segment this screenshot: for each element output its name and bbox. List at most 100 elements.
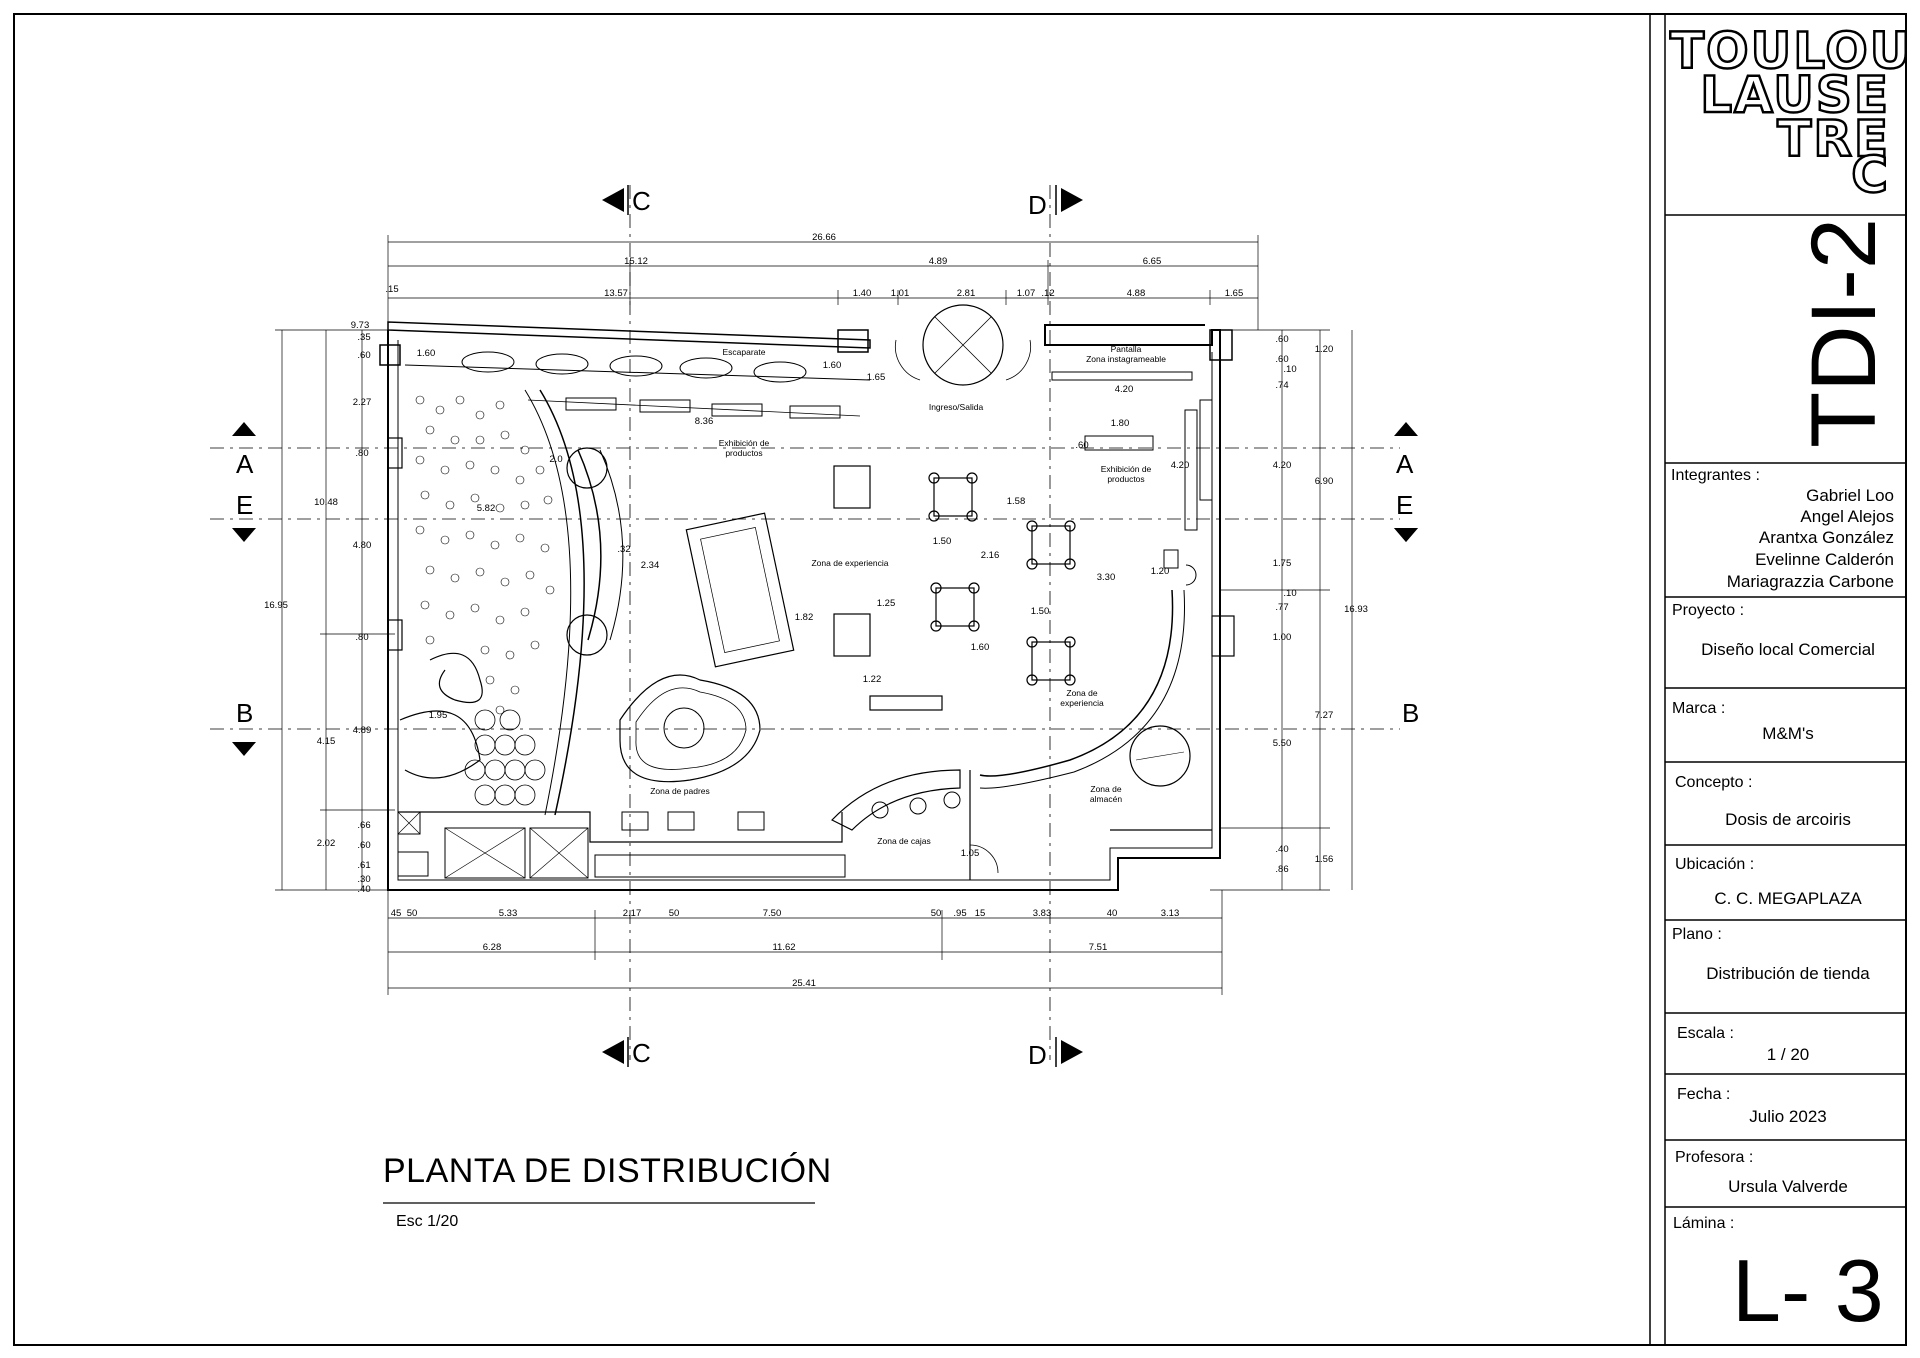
svg-text:.35: .35	[357, 332, 370, 343]
svg-text:6.28: 6.28	[483, 942, 502, 953]
section-c-top: C	[632, 186, 651, 216]
svg-text:.40: .40	[1275, 844, 1288, 855]
section-d-bottom: D	[1028, 1040, 1047, 1070]
logo-line-2: LAUSE	[1699, 66, 1890, 124]
svg-text:.74: .74	[1275, 380, 1288, 391]
showcase-furniture	[461, 351, 807, 383]
dimension-lines	[275, 235, 1353, 995]
plano-label: Plano :	[1672, 926, 1722, 943]
svg-text:4.89: 4.89	[929, 256, 948, 267]
section-a-left: A	[236, 449, 254, 479]
marca-value: M&M's	[1762, 724, 1814, 743]
storage-drum	[1129, 725, 1191, 787]
svg-text:2.02: 2.02	[317, 838, 336, 849]
svg-text:1.01: 1.01	[891, 288, 910, 299]
island-center	[663, 707, 705, 749]
svg-text:50: 50	[931, 908, 942, 919]
round-table-top	[566, 447, 608, 489]
svg-text:.80: .80	[355, 632, 368, 643]
profesora-label: Profesora :	[1675, 1149, 1754, 1166]
entrance-post-left	[837, 329, 869, 353]
svg-text:1.60: 1.60	[417, 348, 436, 359]
exterior-wall-inner	[397, 340, 1213, 881]
zone-instagram: Zona instagrameable	[1086, 354, 1166, 364]
storage-box-2	[444, 827, 526, 879]
svg-text:45: 45	[391, 908, 402, 919]
escala-label: Escala :	[1677, 1025, 1734, 1042]
svg-text:1.60: 1.60	[971, 642, 990, 653]
svg-text:2.27: 2.27	[353, 397, 372, 408]
svg-text:3.30: 3.30	[1097, 572, 1116, 583]
square-stands	[928, 472, 1076, 686]
svg-text:.10: .10	[1283, 364, 1296, 375]
swirl-slide	[429, 652, 483, 704]
cash-stool-1	[871, 801, 889, 819]
svg-text:1.65: 1.65	[1225, 288, 1244, 299]
right-panel-2	[1184, 409, 1198, 531]
logo-line-1: TOULOU	[1669, 22, 1913, 80]
fecha-label: Fecha :	[1677, 1086, 1731, 1103]
svg-text:.60: .60	[1275, 334, 1288, 345]
svg-text:25.41: 25.41	[792, 978, 816, 989]
svg-text:1.65: 1.65	[867, 372, 886, 383]
marca-label: Marca :	[1672, 700, 1726, 717]
proyecto-label: Proyecto :	[1672, 602, 1745, 619]
svg-text:1.50: 1.50	[1031, 606, 1050, 617]
svg-text:7.50: 7.50	[763, 908, 782, 919]
drawing-scale: Esc 1/20	[396, 1213, 459, 1230]
svg-text:.60: .60	[357, 840, 370, 851]
right-panel-1	[1199, 399, 1213, 501]
svg-text:2.16: 2.16	[981, 550, 1000, 561]
svg-text:1.60: 1.60	[823, 360, 842, 371]
cash-stool-3	[943, 791, 961, 809]
dimension-labels: 26.66 15.12 4.89 6.65 .15 13.57 1.40 1.0…	[264, 232, 1368, 989]
display-shelf-1	[833, 465, 871, 509]
svg-text:.61: .61	[357, 860, 370, 871]
svg-text:.66: .66	[357, 820, 370, 831]
game-table	[685, 512, 795, 668]
member-1: Gabriel Loo	[1806, 486, 1894, 505]
zone-exhibicion-2b: productos	[1107, 474, 1144, 484]
curved-partition-inner	[524, 389, 572, 816]
logo-line-4: C	[1850, 146, 1890, 204]
section-e-right-arrow	[1394, 528, 1418, 542]
svg-text:6.65: 6.65	[1143, 256, 1162, 267]
zone-labels: Escaparate Ingreso/Salida Pantalla Zona …	[650, 344, 1166, 846]
svg-text:.30: .30	[357, 874, 370, 885]
svg-text:7.51: 7.51	[1089, 942, 1108, 953]
svg-text:1.95: 1.95	[429, 710, 448, 721]
svg-text:4.80: 4.80	[353, 540, 372, 551]
svg-text:.77: .77	[1275, 602, 1288, 613]
ball-pit-balls	[464, 709, 546, 806]
left-column	[379, 344, 401, 366]
svg-text:8.36: 8.36	[695, 416, 714, 427]
svg-text:15.12: 15.12	[624, 256, 648, 267]
member-2: Angel Alejos	[1800, 507, 1894, 526]
proyecto-value: Diseño local Comercial	[1701, 640, 1875, 659]
zone-padres: Zona de padres	[650, 786, 710, 796]
svg-text:11.62: 11.62	[772, 942, 795, 953]
round-table-bottom	[566, 614, 608, 656]
storage-box-3	[529, 827, 589, 879]
svg-text:1.25: 1.25	[877, 598, 896, 609]
zone-experiencia-2b: experiencia	[1060, 698, 1104, 708]
svg-text:4.20: 4.20	[1115, 384, 1134, 395]
right-exhibit-shelf	[1084, 435, 1154, 451]
svg-text:.12: .12	[1041, 288, 1054, 299]
member-4: Evelinne Calderón	[1755, 550, 1894, 569]
dot-pattern	[415, 395, 555, 715]
svg-text:.15: .15	[385, 284, 398, 295]
svg-text:1.20: 1.20	[1151, 566, 1170, 577]
ubicacion-label: Ubicación :	[1675, 856, 1755, 873]
svg-text:5.82: 5.82	[477, 503, 496, 514]
svg-text:9.73: 9.73	[351, 320, 370, 331]
svg-text:1.82: 1.82	[795, 612, 814, 623]
svg-text:1.58: 1.58	[1007, 496, 1026, 507]
instagram-screen	[1051, 371, 1193, 381]
section-d-top: D	[1028, 190, 1047, 220]
course-code-box: TDI-2	[1670, 218, 1902, 460]
sheet-number: L- 3	[1732, 1241, 1884, 1340]
zone-cajas: Zona de cajas	[877, 836, 930, 846]
svg-text:4.15: 4.15	[317, 736, 336, 747]
integrantes-label: Integrantes :	[1671, 467, 1760, 484]
